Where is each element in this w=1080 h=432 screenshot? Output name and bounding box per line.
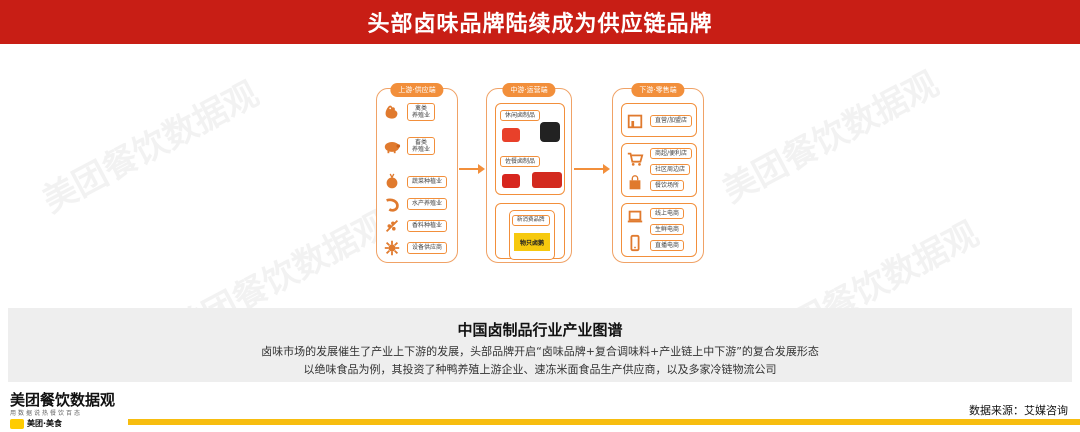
pig-icon [383,137,401,155]
new-brand-logo: 物只卤鹅 [514,233,550,251]
brand-logo [502,128,520,142]
brand-logo [502,174,520,188]
caption-line: 卤味市场的发展催生了产业上下游的发展，头部品牌开启“卤味品牌+复合调味料+产业链… [261,345,819,358]
brand-logo [540,122,560,142]
rooster-icon [383,103,401,121]
storefront-icon [626,112,644,130]
midstream-title: 中游·运营端 [502,83,556,97]
brand-logo [532,172,562,188]
upstream-item: 畜类 养殖业 [383,137,436,156]
downstream-label: 直营/加盟店 [650,115,693,127]
footer-logo-text: 美团·美食 [27,419,63,428]
downstream-group: 直营/加盟店 [621,103,697,137]
downstream-label: 社区周边店 [650,164,691,176]
upstream-item: 禽类 养殖业 [383,103,436,122]
vegetable-icon [383,173,401,191]
upstream-panel: 上游·供应端 禽类 养殖业 畜类 养殖业 蔬菜种植业 水产养殖业 香料种植业 设 [376,83,458,263]
footer-slogan: 用数据说热餐饮百态 [10,410,83,417]
equipment-icon [383,239,401,257]
watermark: 美团餐饮数据观 [36,74,266,222]
flow-arrow [574,164,610,174]
watermark: 美团餐饮数据观 [716,64,946,212]
group-label: 佐餐卤制品 [500,156,541,168]
laptop-icon [626,208,644,226]
upstream-label: 水产养殖业 [407,198,448,210]
flow-arrow [459,164,485,174]
upstream-item: 蔬菜种植业 [383,173,448,191]
downstream-label: 生鲜电商 [650,224,685,236]
upstream-item: 设备供应商 [383,239,448,257]
upstream-label: 香料种植业 [407,220,448,232]
header-banner: 头部卤味品牌陆续成为供应链品牌 [0,0,1080,44]
midstream-panel: 中游·运营端 休闲卤制品 佐餐卤制品 新消费品牌 物只卤鹅 [486,83,572,263]
upstream-item: 水产养殖业 [383,195,448,213]
upstream-label: 设备供应商 [407,242,448,254]
cart-icon [626,150,644,168]
upstream-title: 上游·供应端 [390,83,444,97]
caption-panel: 中国卤制品行业产业图谱 卤味市场的发展催生了产业上下游的发展，头部品牌开启“卤味… [8,308,1072,382]
downstream-title: 下游·零售端 [631,83,685,97]
page-title: 头部卤味品牌陆续成为供应链品牌 [367,12,713,37]
meituan-logo-icon [10,418,24,429]
caption-line: 以绝味食品为例，其投资了种鸭养殖上游企业、速冻米面食品生产供应商，以及多家冷链物… [303,363,777,376]
group-label: 休闲卤制品 [500,110,541,122]
new-brand-box: 新消费品牌 物只卤鹅 [495,203,565,260]
new-brand-sub: 新消费品牌 物只卤鹅 [509,210,555,260]
downstream-label: 线上电商 [650,208,685,220]
downstream-group: 线上电商 生鲜电商 直播电商 [621,203,697,257]
upstream-label: 畜类 养殖业 [407,137,436,156]
downstream-group: 商超/便利店 社区周边店 餐饮场所 [621,143,697,197]
caption-title: 中国卤制品行业产业图谱 [457,321,623,339]
downstream-label: 餐饮场所 [650,180,685,192]
upstream-item: 香料种植业 [383,217,448,235]
footer-brand: 美团餐饮数据观 [10,391,116,409]
spice-icon [383,217,401,235]
downstream-panel: 下游·零售端 直营/加盟店 商超/便利店 社区周边店 餐饮场所 线上电商 生鲜电… [612,83,704,263]
midstream-brands-box: 休闲卤制品 佐餐卤制品 [495,103,565,195]
phone-icon [626,234,644,252]
data-source: 数据来源：艾媒咨询 [969,404,1068,417]
bag-icon [626,174,644,192]
downstream-label: 商超/便利店 [650,148,693,160]
upstream-label: 禽类 养殖业 [407,103,436,122]
downstream-label: 直播电商 [650,240,685,252]
upstream-label: 蔬菜种植业 [407,176,448,188]
footer-bar [128,419,1080,425]
new-brand-title: 新消费品牌 [512,215,550,226]
shrimp-icon [383,195,401,213]
footer-logo: 美团·美食 [10,418,62,429]
